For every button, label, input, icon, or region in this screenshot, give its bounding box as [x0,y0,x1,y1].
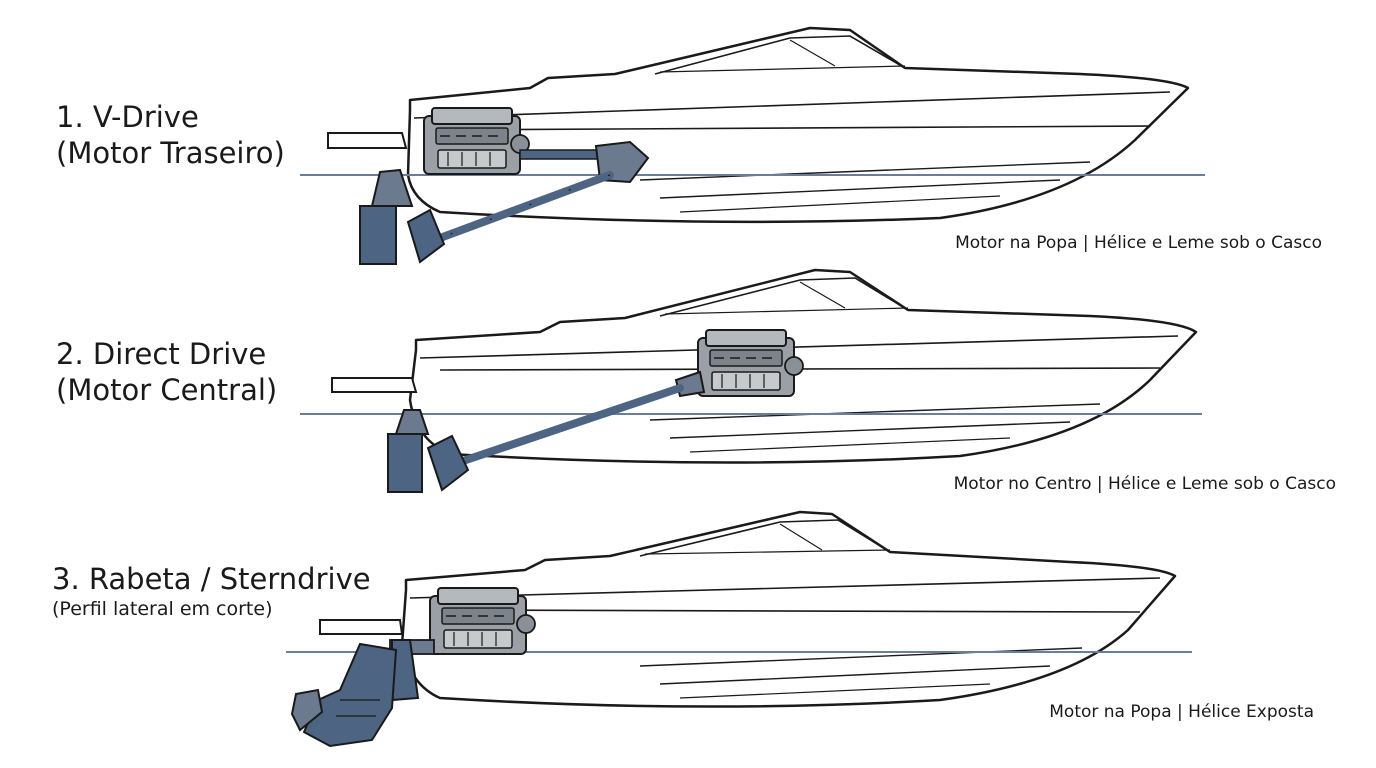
boat-direct-drive [300,268,1202,493]
engine-1 [423,107,530,175]
section-3-title: 3. Rabeta / Sterndrive [52,562,371,596]
section-1-title-line1: 1. V-Drive [56,100,199,134]
engine-2 [697,329,804,397]
section-2-caption: Motor no Centro | Hélice e Leme sob o Ca… [953,474,1336,494]
section-1-caption: Motor na Popa | Hélice e Leme sob o Casc… [955,233,1322,253]
section-3-subtitle: (Perfil lateral em corte) [52,598,273,620]
boat-v-drive [300,26,1205,265]
section-3-caption: Motor na Popa | Hélice Exposta [1049,702,1314,722]
hull-1 [406,26,1190,224]
section-2-title-line1: 2. Direct Drive [56,337,267,371]
hull-3 [400,510,1177,708]
engine-3 [429,587,536,655]
section-2-title-line2: (Motor Central) [56,373,278,407]
section-1-title-line2: (Motor Traseiro) [56,136,285,170]
boat-sterndrive [286,510,1192,748]
